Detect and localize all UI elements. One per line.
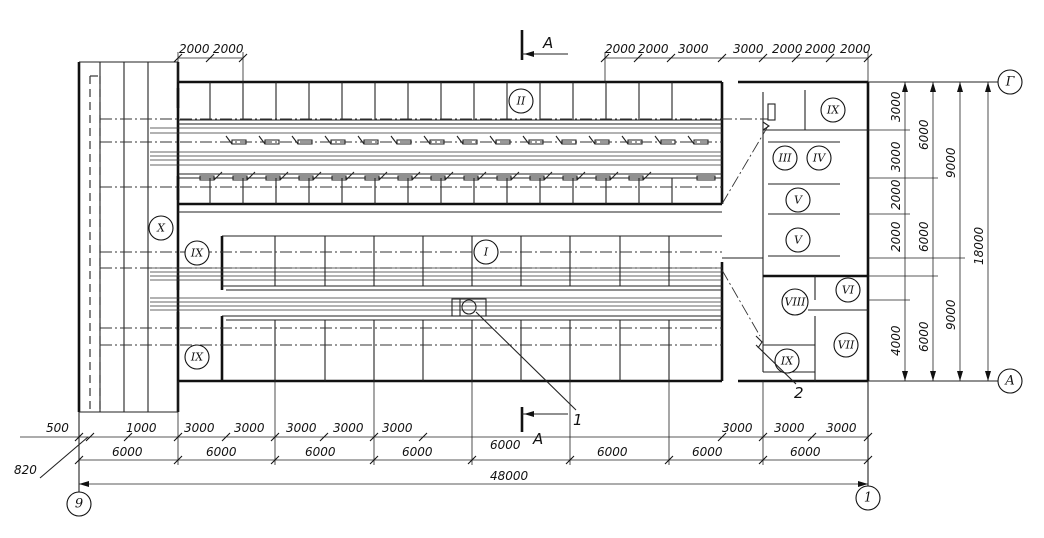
svg-text:IV: IV xyxy=(812,152,826,165)
svg-text:18000: 18000 xyxy=(972,226,986,265)
svg-text:2000: 2000 xyxy=(889,221,903,252)
svg-text:48000: 48000 xyxy=(490,469,529,483)
upper-stall-partitions xyxy=(209,82,673,204)
room-label-r2: II xyxy=(508,88,534,114)
svg-text:2000: 2000 xyxy=(638,42,669,56)
svg-text:2: 2 xyxy=(794,384,804,402)
svg-text:IX: IX xyxy=(780,355,794,368)
svg-text:6000: 6000 xyxy=(305,445,336,459)
svg-text:6000: 6000 xyxy=(490,438,521,452)
room-label-r1: I xyxy=(473,239,499,265)
svg-text:820: 820 xyxy=(14,463,37,477)
svg-text:VI: VI xyxy=(842,284,855,297)
right-dimensions: 3000 3000 2000 2000 4000 6000 6000 6000 … xyxy=(868,82,991,381)
svg-text:I: I xyxy=(483,246,489,259)
svg-text:А: А xyxy=(1004,374,1015,389)
room-label-r9d: IX xyxy=(774,348,800,374)
axis-marker-g: Г xyxy=(868,69,1023,95)
svg-text:1: 1 xyxy=(573,411,583,429)
callout-1: 1 xyxy=(475,311,583,429)
svg-text:3000: 3000 xyxy=(286,421,317,435)
room-label-r9b: IX xyxy=(184,344,210,370)
top-dimensions: 2000 2000 2000 2000 3000 3000 2000 2000 … xyxy=(173,42,873,82)
building-walls xyxy=(77,61,870,413)
svg-text:3000: 3000 xyxy=(889,91,903,122)
svg-text:3000: 3000 xyxy=(678,42,709,56)
svg-text:3000: 3000 xyxy=(333,421,364,435)
svg-text:6000: 6000 xyxy=(402,445,433,459)
section-mark-bottom: А xyxy=(520,407,568,448)
room-label-r8: VIII xyxy=(781,288,809,316)
lower-pen-rows xyxy=(150,235,722,381)
svg-text:V: V xyxy=(794,194,803,207)
svg-text:3000: 3000 xyxy=(234,421,265,435)
svg-text:1000: 1000 xyxy=(126,421,157,435)
svg-text:V: V xyxy=(794,234,803,247)
svg-text:6000: 6000 xyxy=(790,445,821,459)
svg-text:6000: 6000 xyxy=(112,445,143,459)
svg-text:3000: 3000 xyxy=(722,421,753,435)
room-labels: I II III IV V V VI VII VIII IX IX IX IX … xyxy=(148,88,861,374)
svg-text:6000: 6000 xyxy=(597,445,628,459)
svg-text:6000: 6000 xyxy=(917,119,931,150)
svg-text:1: 1 xyxy=(864,491,872,506)
svg-text:6000: 6000 xyxy=(917,221,931,252)
svg-text:3000: 3000 xyxy=(826,421,857,435)
svg-text:III: III xyxy=(777,152,792,165)
svg-text:2000: 2000 xyxy=(213,42,244,56)
room-label-r4: IV xyxy=(806,145,832,171)
axis-marker-a: А xyxy=(868,368,1023,394)
room-label-r7: VII xyxy=(833,332,859,358)
svg-text:II: II xyxy=(516,95,526,108)
room-label-r3: III xyxy=(772,145,798,171)
room-label-r5a: V xyxy=(785,187,811,213)
bottom-dimensions: 500 1000 3000 3000 3000 3000 3000 3000 3… xyxy=(14,381,873,487)
svg-text:А: А xyxy=(542,34,553,52)
callout-2: 2 xyxy=(755,344,804,402)
svg-text:Г: Г xyxy=(1005,75,1015,90)
svg-text:IX: IX xyxy=(826,104,840,117)
svg-text:4000: 4000 xyxy=(889,325,903,356)
upper-pen-rows xyxy=(150,88,722,330)
feed-distributor xyxy=(451,298,487,317)
svg-text:3000: 3000 xyxy=(184,421,215,435)
svg-text:3000: 3000 xyxy=(774,421,805,435)
lower-pen-partitions xyxy=(274,236,670,381)
room-label-r5b: V xyxy=(785,227,811,253)
svg-text:9: 9 xyxy=(75,497,83,512)
svg-text:VIII: VIII xyxy=(785,296,807,309)
svg-text:9000: 9000 xyxy=(944,147,958,178)
room-label-r10: X xyxy=(148,215,174,241)
room-label-r9c: IX xyxy=(820,97,846,123)
section-mark-top: А xyxy=(520,30,568,60)
svg-text:IX: IX xyxy=(190,351,204,364)
svg-text:А: А xyxy=(532,430,543,448)
service-block xyxy=(722,90,868,381)
svg-text:2000: 2000 xyxy=(840,42,871,56)
svg-text:VII: VII xyxy=(838,339,855,352)
svg-text:6000: 6000 xyxy=(206,445,237,459)
svg-text:3000: 3000 xyxy=(889,141,903,172)
upper-feeder-symbols xyxy=(199,135,716,181)
svg-text:3000: 3000 xyxy=(382,421,413,435)
axis-marker-9: 9 xyxy=(66,412,92,517)
svg-text:9000: 9000 xyxy=(944,299,958,330)
svg-text:6000: 6000 xyxy=(692,445,723,459)
svg-text:2000: 2000 xyxy=(605,42,636,56)
room-label-r9a: IX xyxy=(184,240,210,266)
svg-text:2000: 2000 xyxy=(805,42,836,56)
axis-marker-1: 1 xyxy=(855,381,881,511)
svg-text:3000: 3000 xyxy=(733,42,764,56)
svg-text:2000: 2000 xyxy=(179,42,210,56)
svg-text:2000: 2000 xyxy=(889,179,903,210)
svg-text:IX: IX xyxy=(190,247,204,260)
svg-text:X: X xyxy=(156,222,166,235)
svg-text:2000: 2000 xyxy=(772,42,803,56)
room-label-r6: VI xyxy=(835,277,861,303)
svg-text:500: 500 xyxy=(46,421,69,435)
svg-text:6000: 6000 xyxy=(917,321,931,352)
